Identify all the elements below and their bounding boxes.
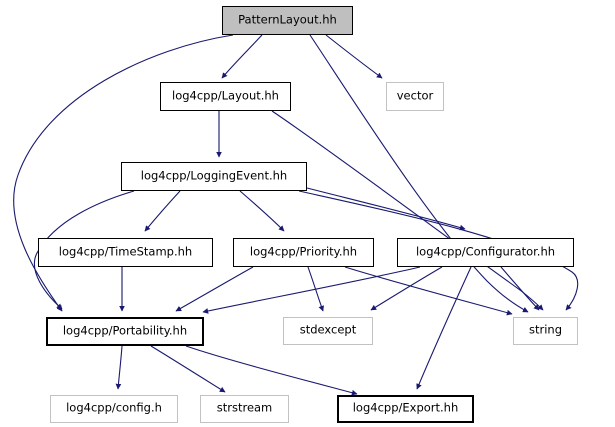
node-log4cpp-timestamp-hh[interactable]: log4cpp/TimeStamp.hh [38,238,213,267]
edge-priority-to-string [344,266,513,316]
node-vector[interactable]: vector [386,82,444,111]
edge-configurator-to-portability [202,266,421,314]
node-log4cpp-layout-hh[interactable]: log4cpp/Layout.hh [160,82,291,111]
node-log4cpp-loggingevent-hh[interactable]: log4cpp/LoggingEvent.hh [121,162,307,191]
node-log4cpp-configurator-hh[interactable]: log4cpp/Configurator.hh [397,238,574,267]
node-log4cpp-config-h[interactable]: log4cpp/config.h [50,395,178,423]
edge-loggingevent-to-priority [239,190,285,232]
edge-portability-to-export [185,345,358,396]
node-strstream[interactable]: strstream [200,395,289,423]
edge-loggingevent-to-timestamp [144,190,181,232]
node-log4cpp-priority-hh[interactable]: log4cpp/Priority.hh [233,238,374,267]
node-label: vector [396,88,434,103]
node-log4cpp-export-hh[interactable]: log4cpp/Export.hh [337,395,474,423]
edge-priority-to-portability [175,266,254,312]
node-label: log4cpp/TimeStamp.hh [58,244,193,259]
node-label: log4cpp/Export.hh [352,400,459,415]
edge-pattern-to-vector [325,34,383,79]
edge-configurator-to-string [500,266,540,311]
edge-portability-to-strstream [150,345,226,393]
node-label: string [528,322,562,337]
edge-portability-to-config [115,345,123,390]
edge-pattern-to-layout [221,34,263,79]
node-label: log4cpp/Portability.hh [62,323,188,338]
node-label: strstream [216,400,273,415]
node-label: stdexcept [299,322,357,337]
edge-loggingevent-to-configurator [306,187,466,231]
node-label: log4cpp/config.h [66,400,162,415]
edge-configurator-to-export [416,266,472,390]
edge-pattern-to-string [309,34,529,313]
edge-configurator-to-stdexcept [370,266,443,311]
node-string[interactable]: string [513,317,578,345]
node-label: log4cpp/LoggingEvent.hh [140,168,288,183]
node-stdexcept[interactable]: stdexcept [283,317,373,345]
node-label: PatternLayout.hh [238,12,337,27]
node-label: log4cpp/Configurator.hh [415,244,556,259]
node-pattern-layout-hh[interactable]: PatternLayout.hh [222,6,353,35]
node-label: log4cpp/Layout.hh [172,88,279,103]
node-log4cpp-portability-hh[interactable]: log4cpp/Portability.hh [46,317,204,346]
node-label: log4cpp/Priority.hh [249,244,358,259]
